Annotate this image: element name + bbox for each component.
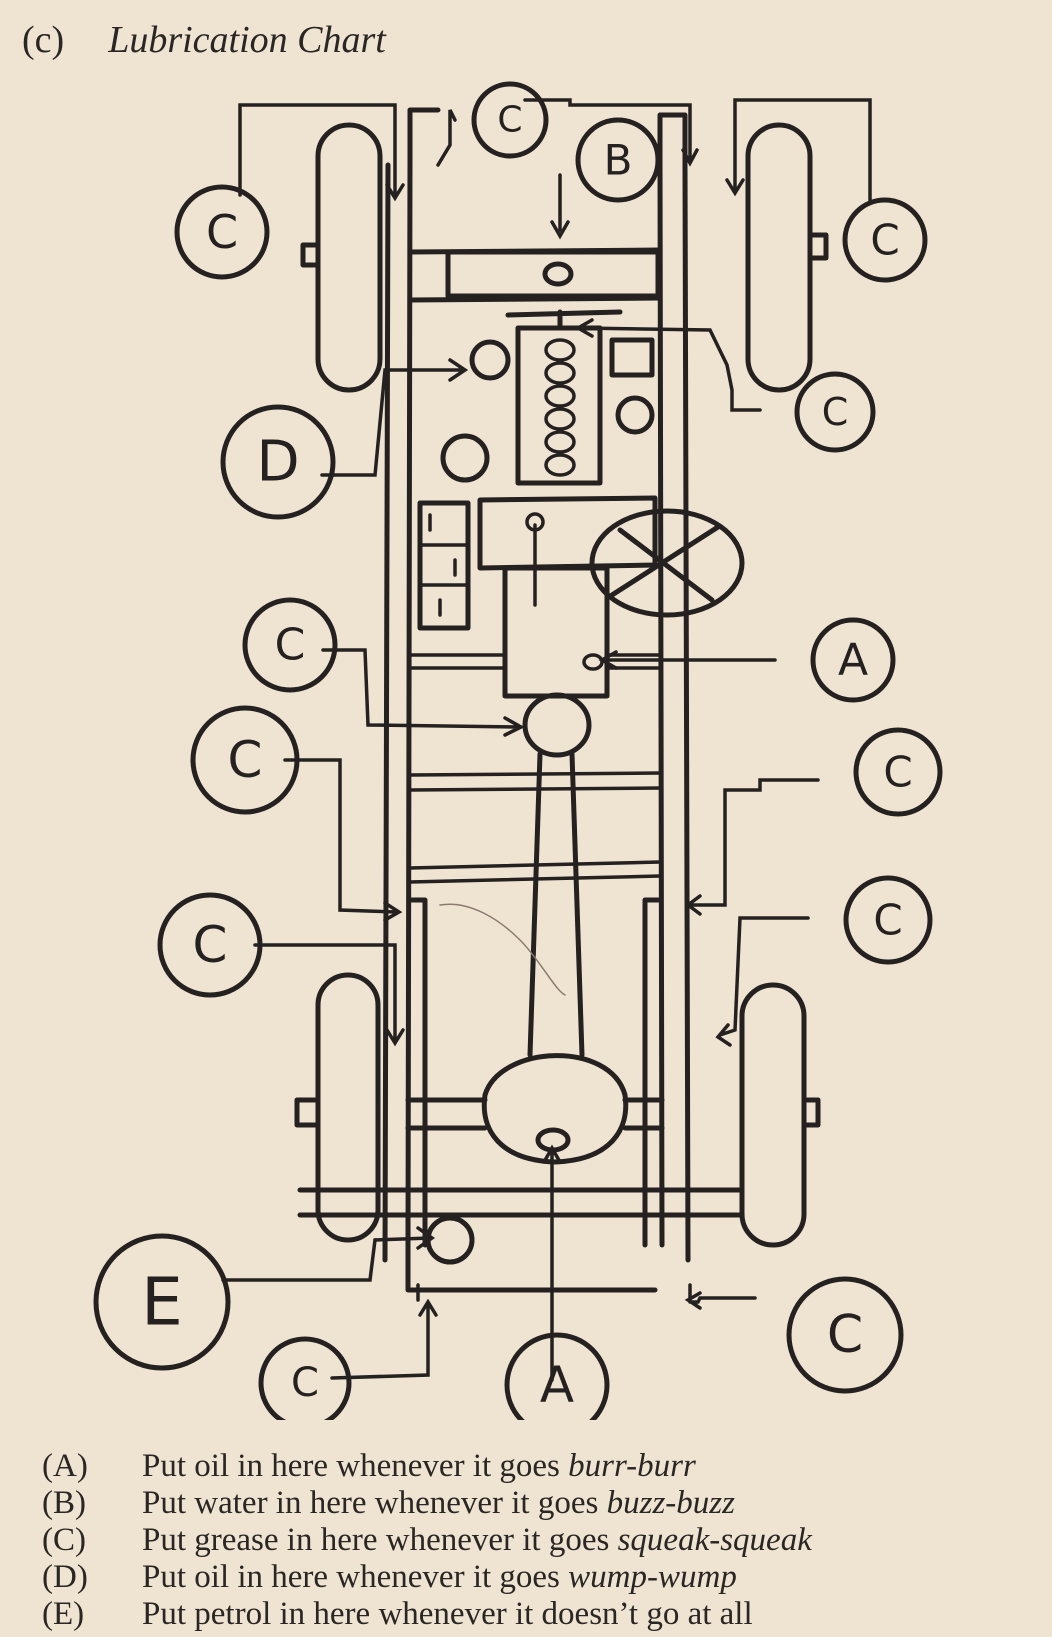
pedal-box (417, 500, 471, 631)
engine-cylinders (544, 338, 576, 477)
legend-item-d: (D) Put oil in here whenever it goes wump… (42, 1559, 812, 1596)
fan (505, 309, 623, 331)
svg-text:A: A (540, 1356, 574, 1414)
callout-c-right-rear-spring-front: C (853, 727, 943, 817)
chassis-diagram: C C B C C D A C C C C C E C A C (93, 81, 943, 1420)
callout-c-front-left-wheel: C (174, 184, 270, 280)
callout-a-differential: A (504, 1332, 610, 1420)
legend-text: Put oil in here whenever it goes (142, 1559, 569, 1595)
legend-sound: squeak-squeak (617, 1522, 812, 1558)
svg-text:C: C (873, 896, 902, 945)
petrol-tank (405, 1212, 658, 1293)
legend-text: Put water in here whenever it goes (142, 1485, 607, 1521)
callout-c-right-rear-spring: C (843, 875, 933, 965)
svg-text:C: C (291, 1360, 319, 1406)
svg-text:E: E (141, 1264, 183, 1341)
battery-box (609, 337, 655, 378)
front-right-wheel (745, 122, 813, 393)
callout-c-propshaft: C (242, 597, 338, 693)
legend-sound: burr-burr (568, 1448, 696, 1484)
oil-filter (615, 395, 655, 435)
legend-item-a: (A) Put oil in here whenever it goes burr… (42, 1448, 812, 1485)
legend-key: (D) (42, 1559, 88, 1595)
legend-sound: buzz-buzz (606, 1485, 735, 1521)
legend-key: (A) (42, 1448, 88, 1484)
svg-text:D: D (256, 430, 299, 495)
svg-text:C: C (497, 100, 522, 141)
callout-c-left-rear-spring-front: C (190, 705, 300, 815)
legend-item-c: (C) Put grease in here whenever it goes s… (42, 1522, 812, 1559)
title-text: Lubrication Chart (108, 19, 386, 61)
callout-c-left-rear-spring: C (157, 892, 263, 998)
legend-key: (B) (42, 1485, 86, 1521)
callout-b-radiator: B (575, 117, 661, 203)
legend-key: (C) (42, 1522, 86, 1558)
svg-text:C: C (275, 620, 306, 671)
svg-text:C: C (206, 205, 238, 259)
radiator-box (445, 249, 661, 299)
legend-key: (E) (42, 1596, 85, 1632)
steering-wheel (589, 508, 745, 618)
oil-filler (469, 339, 511, 381)
left-frame-rail (382, 157, 413, 1263)
svg-text:C: C (827, 1305, 863, 1365)
section-tag: (c) (22, 19, 65, 61)
svg-text:C: C (883, 748, 912, 797)
svg-text:C: C (228, 731, 263, 789)
right-frame-rail (657, 157, 691, 1263)
legend-item-e: (E) Put petrol in here whenever it doesn’… (42, 1596, 812, 1633)
svg-text:C: C (822, 390, 849, 434)
callout-c-front-right-wheel: C (842, 197, 928, 283)
differential (481, 1053, 629, 1165)
propshaft (527, 751, 585, 1058)
radiator-cap (542, 261, 574, 287)
callout-c-front-right-lower: C (794, 371, 876, 453)
dashboard (477, 495, 658, 571)
svg-text:A: A (838, 635, 868, 686)
rear-left-wheel (315, 972, 381, 1243)
svg-text:C: C (870, 216, 899, 265)
gearbox (502, 565, 610, 699)
chassis-drawing (294, 107, 829, 1302)
rear-axle (297, 1097, 743, 1218)
legend: (A) Put oil in here whenever it goes burr… (42, 1448, 812, 1633)
callout-a-gearbox: A (810, 617, 896, 703)
callout-c-left-rear-shackle: C (258, 1336, 352, 1420)
petrol-filler (425, 1215, 475, 1265)
universal-joint (522, 692, 592, 758)
leader-lines (221, 98, 872, 1382)
legend-item-b: (B) Put water in here whenever it goes bu… (42, 1485, 812, 1522)
chart-title: (c) Lubrication Chart (22, 18, 386, 62)
callout-c-front-left-kingpin: C (471, 81, 549, 159)
legend-text: Put grease in here whenever it goes (142, 1522, 618, 1558)
legend-sound: wump-wump (568, 1559, 737, 1595)
callout-e-petrol: E (93, 1233, 231, 1371)
air-filter (440, 433, 490, 483)
gearbox-filler (582, 653, 604, 671)
svg-text:C: C (193, 916, 228, 974)
legend-text: Put oil in here whenever it goes (142, 1448, 569, 1484)
callout-c-right-rear-shackle: C (786, 1276, 904, 1394)
svg-text:B: B (604, 136, 633, 185)
callout-d-engine-oil: D (220, 404, 336, 520)
legend-text: Put petrol in here whenever it doesn’t g… (142, 1596, 753, 1632)
rear-right-wheel (739, 982, 807, 1248)
front-left-wheel (315, 122, 383, 393)
